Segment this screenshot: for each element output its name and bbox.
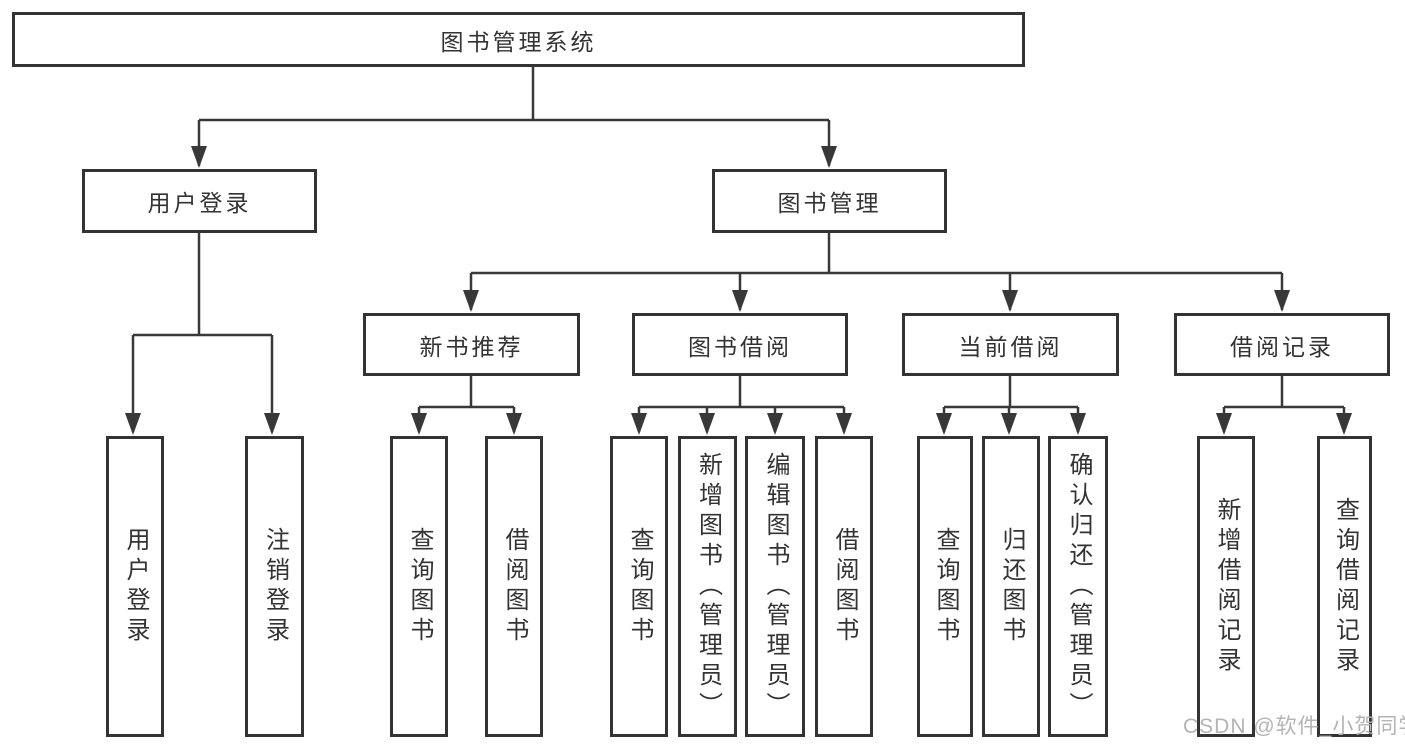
leaf-query-books-recommend-label: 查询图书 (406, 526, 433, 647)
node-user-login-label: 用户登录 (147, 190, 252, 216)
leaf-add-borrow-record-label: 新增借阅记录 (1213, 496, 1240, 677)
leaf-borrow-books-recommend-label: 借阅图书 (501, 526, 528, 647)
leaf-return-book: 归还图书 (982, 436, 1040, 737)
leaf-borrow-books-borrowing-label: 借阅图书 (831, 526, 858, 647)
leaf-confirm-return-admin: 确认归还（管理员） (1048, 436, 1108, 737)
leaf-query-books-recommend: 查询图书 (390, 436, 448, 737)
node-library-system-label: 图书管理系统 (440, 28, 597, 55)
leaf-query-books-borrowing: 查询图书 (610, 436, 668, 737)
leaf-confirm-return-admin-label: 确认归还（管理员） (1065, 451, 1092, 722)
leaf-query-books-borrowing-label: 查询图书 (626, 526, 653, 647)
node-new-book-recommend: 新书推荐 (363, 313, 580, 376)
node-library-system: 图书管理系统 (12, 12, 1025, 67)
node-current-borrowing-label: 当前借阅 (958, 333, 1063, 360)
leaf-add-borrow-record: 新增借阅记录 (1197, 436, 1255, 737)
leaf-logout-label: 注销登录 (261, 526, 289, 647)
leaf-edit-book-admin-label: 编辑图书（管理员） (762, 451, 789, 722)
leaf-return-book-label: 归还图书 (998, 526, 1025, 647)
node-borrowing-records: 借阅记录 (1174, 313, 1390, 376)
leaf-borrow-books-borrowing: 借阅图书 (815, 436, 873, 737)
leaf-edit-book-admin: 编辑图书（管理员） (745, 436, 805, 737)
leaf-user-login-label: 用户登录 (122, 526, 149, 647)
leaf-user-login: 用户登录 (106, 436, 164, 737)
node-new-book-recommend-label: 新书推荐 (419, 333, 524, 360)
node-book-borrowing-label: 图书借阅 (688, 333, 792, 360)
leaf-query-borrow-record: 查询借阅记录 (1317, 436, 1372, 737)
leaf-query-borrow-record-label: 查询借阅记录 (1331, 496, 1359, 677)
node-user-login: 用户登录 (82, 169, 317, 233)
leaf-add-book-admin-label: 新增图书（管理员） (694, 451, 722, 722)
leaf-logout: 注销登录 (245, 436, 304, 737)
leaf-query-books-current-label: 查询图书 (932, 526, 959, 647)
node-book-borrowing: 图书借阅 (632, 313, 848, 376)
node-book-management: 图书管理 (712, 169, 947, 233)
node-book-management-label: 图书管理 (777, 190, 882, 216)
node-borrowing-records-label: 借阅记录 (1230, 333, 1334, 360)
leaf-add-book-admin: 新增图书（管理员） (678, 436, 737, 737)
node-current-borrowing: 当前借阅 (902, 313, 1119, 376)
csdn-watermark: CSDN @软件_小贺同学 (1183, 715, 1405, 738)
leaf-borrow-books-recommend: 借阅图书 (485, 436, 543, 737)
leaf-query-books-current: 查询图书 (917, 436, 973, 737)
